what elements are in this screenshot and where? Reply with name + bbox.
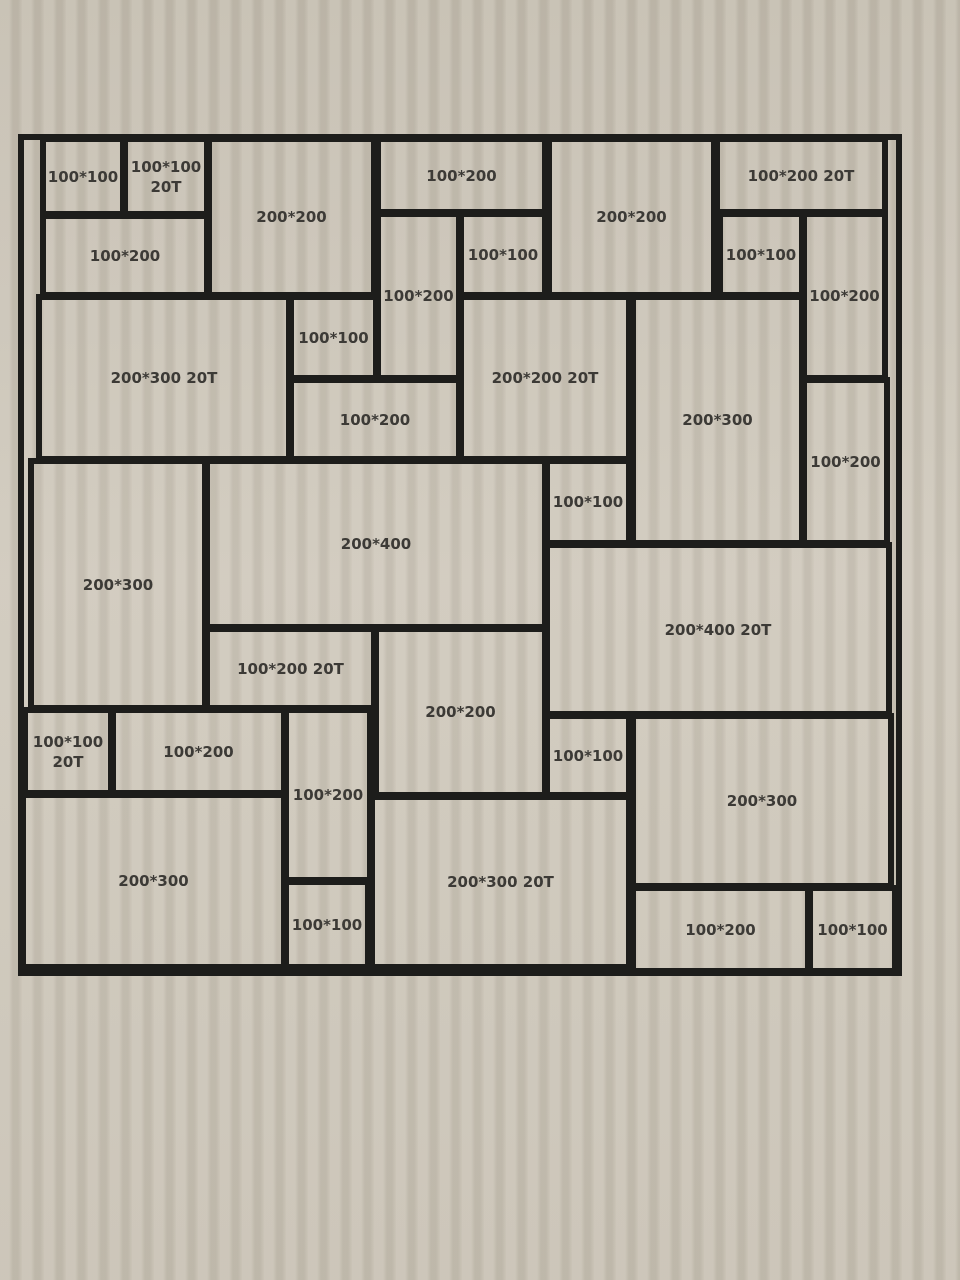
tile: 200*200	[206, 136, 377, 298]
tile: 100*100	[288, 294, 379, 381]
tile: 200*400	[204, 458, 548, 630]
tile: 200*200	[373, 626, 548, 798]
tile: 100*200	[801, 211, 888, 381]
tile: 100*200 20T	[714, 136, 888, 215]
tile-size-label: 200*200	[596, 208, 667, 226]
tile-size-label: 200*200 20T	[491, 369, 599, 387]
tile-size-label: 200*300 20T	[110, 369, 218, 387]
tile-size-label: 100*100	[552, 493, 624, 511]
tile-size-label: 100*100	[47, 167, 119, 186]
tile-size-label: 100*200	[339, 410, 411, 429]
tile-size-label: 100*200	[383, 287, 454, 305]
tile-size-label: 100*100	[817, 920, 888, 939]
tile: 100*200	[801, 377, 890, 546]
tile-size-label: 200*300	[726, 792, 798, 810]
tile-size-label: 100*100 20T	[32, 732, 104, 771]
tile-size-label: 100*200	[163, 742, 234, 761]
tile: 200*300 20T	[36, 294, 292, 462]
tile: 200*400 20T	[544, 542, 892, 717]
tile-size-label: 100*100	[298, 328, 369, 347]
tile: 100*100	[544, 713, 632, 798]
tile: 100*100 20T	[122, 136, 210, 217]
tile: 100*200	[630, 885, 811, 974]
tile: 200*300	[20, 792, 287, 970]
tile-size-label: 200*200	[256, 208, 327, 226]
tile: 100*100	[283, 879, 371, 970]
tile: 100*200	[375, 136, 548, 215]
tile-size-label: 200*300 20T	[447, 873, 554, 891]
tile-size-label: 200*400 20T	[664, 620, 772, 639]
tile: 100*100	[544, 458, 632, 546]
tile: 100*200	[110, 707, 287, 796]
tile-size-label: 100*100 20T	[130, 157, 202, 196]
tile-size-label: 100*200	[426, 166, 497, 185]
tile-size-label: 100*100	[552, 746, 624, 765]
tile-size-label: 100*200	[810, 452, 881, 471]
tile: 200*300 20T	[369, 794, 632, 970]
tile-size-label: 100*200	[685, 920, 756, 939]
tile-size-label: 100*100	[725, 245, 797, 264]
tile: 100*200	[283, 707, 373, 883]
tile: 100*100	[807, 885, 898, 974]
tile: 100*100	[717, 211, 805, 298]
tile: 100*200	[40, 213, 210, 298]
tile-size-label: 100*200 20T	[237, 659, 344, 678]
tile-size-label: 100*200	[292, 786, 364, 804]
tile-size-label: 100*100	[467, 245, 539, 264]
tile-size-label: 100*200 20T	[747, 166, 855, 185]
tile-size-label: 200*200	[425, 703, 496, 721]
tile-size-label: 200*300	[118, 872, 189, 890]
tile: 200*200	[546, 136, 717, 298]
tile-size-label: 200*300	[82, 575, 154, 594]
tile-size-label: 200*300	[682, 411, 753, 429]
tile: 100*200	[288, 377, 462, 462]
tile: 200*200 20T	[458, 294, 632, 462]
tile: 100*100 20T	[22, 707, 114, 796]
tile-size-label: 100*200	[89, 246, 161, 265]
tile-size-label: 200*400	[340, 535, 412, 553]
tile: 100*100	[40, 136, 126, 217]
tile-size-label: 100*200	[809, 287, 880, 305]
tile: 100*200 20T	[204, 626, 377, 711]
tile: 200*300	[630, 294, 805, 546]
tile-size-label: 100*100	[291, 915, 363, 934]
tile: 100*100	[458, 211, 548, 298]
tile: 200*300	[28, 458, 208, 711]
tile: 100*200	[375, 211, 462, 381]
tile: 200*300	[630, 713, 894, 889]
